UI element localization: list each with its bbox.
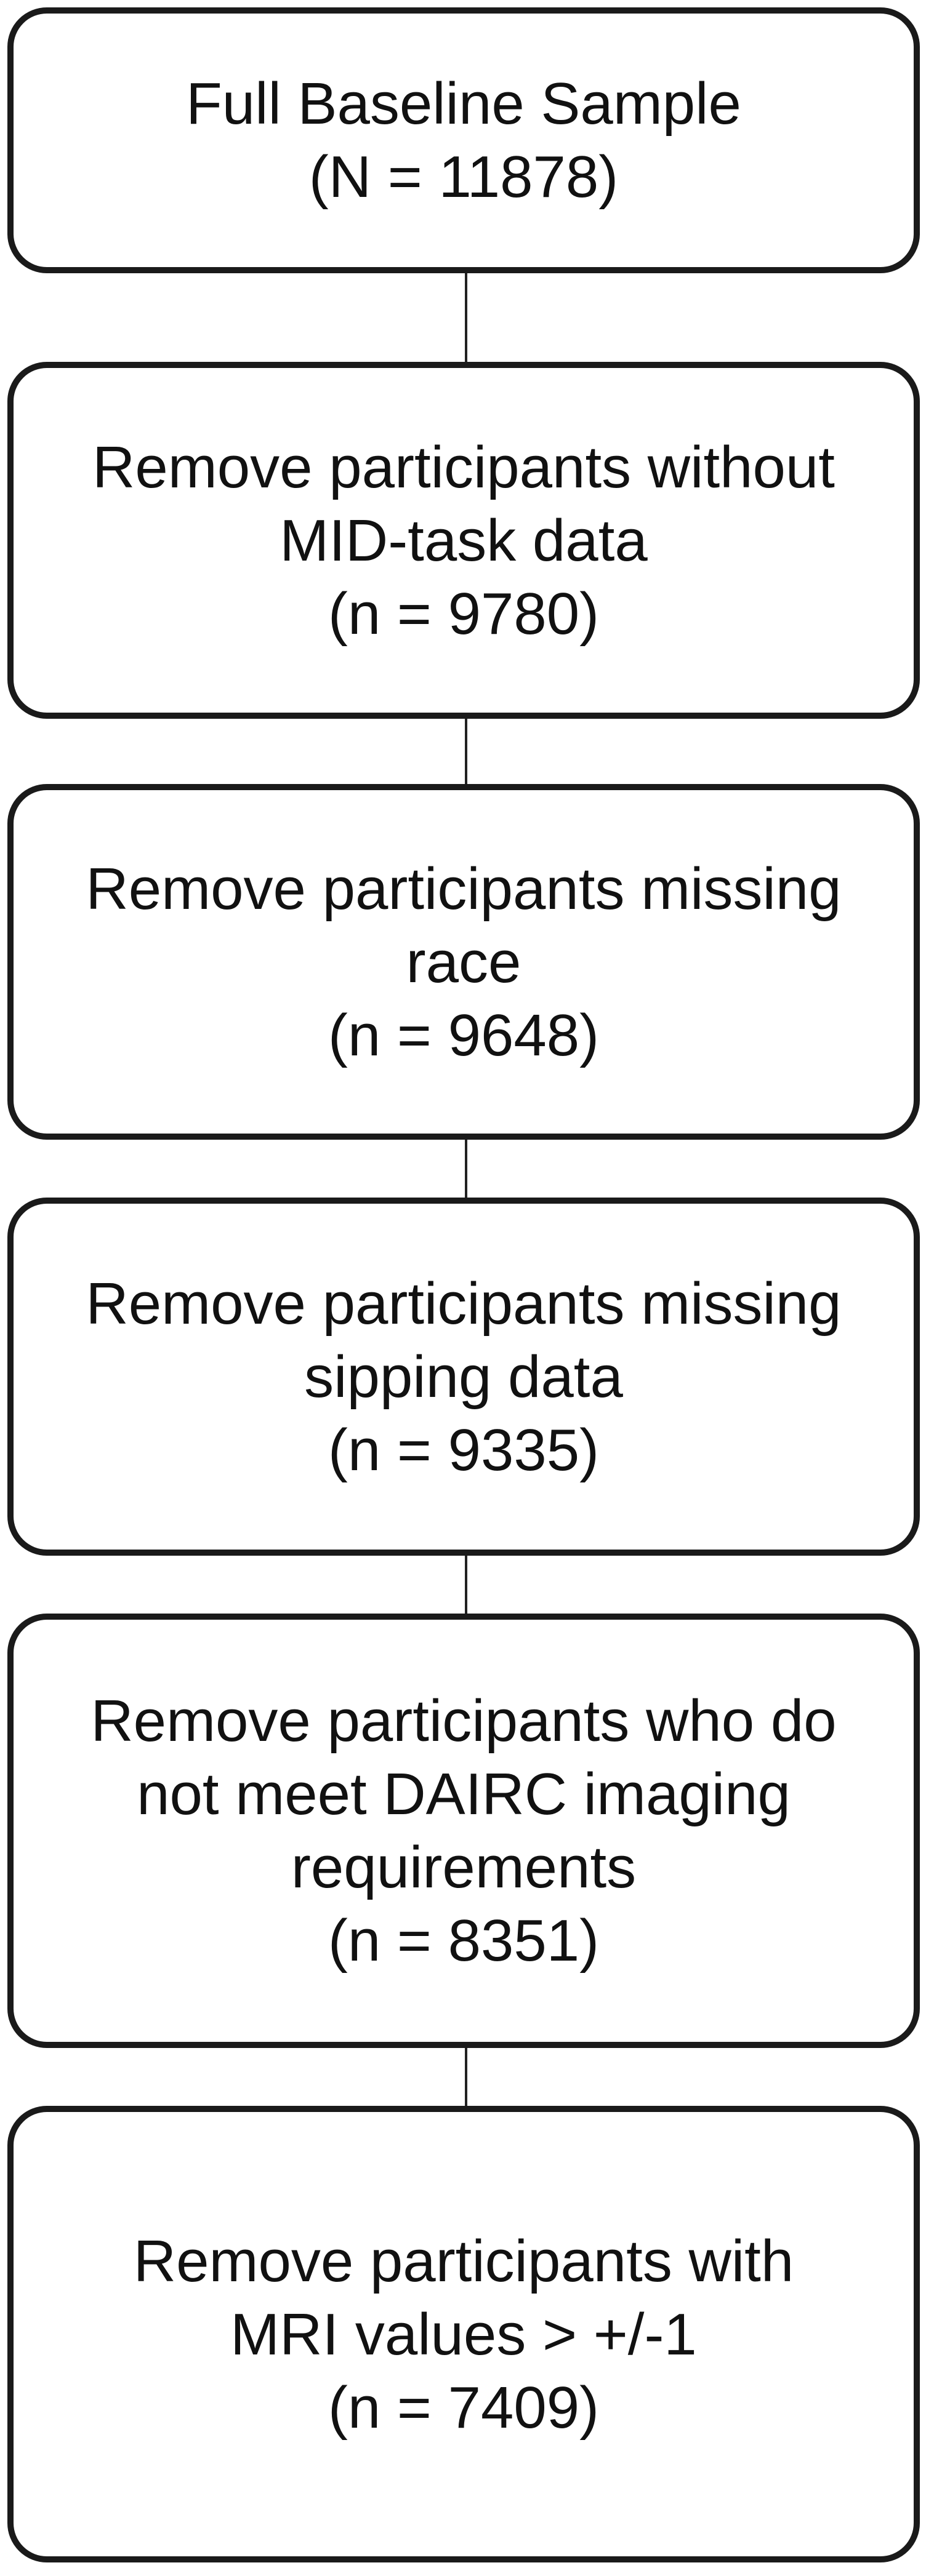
step-label: race [406, 929, 521, 995]
step-label: Remove participants without [92, 434, 835, 500]
step-count: (n = 7409) [328, 2374, 600, 2441]
step-label: Remove participants missing [86, 1270, 842, 1337]
step-label: not meet DAIRC imaging [137, 1761, 791, 1827]
step-label: Remove participants with [133, 2228, 794, 2294]
step-box-mid-task-data: Remove participants without MID-task dat… [7, 362, 920, 719]
step-box-missing-race: Remove participants missing race (n = 96… [7, 784, 920, 1140]
step-label: Remove participants who do [91, 1688, 837, 1754]
step-count: (n = 9648) [328, 1002, 600, 1068]
step-label: MID-task data [280, 507, 648, 574]
step-count: (N = 11878) [308, 144, 619, 210]
step-label: requirements [291, 1834, 637, 1900]
step-label: sipping data [304, 1343, 623, 1410]
step-count: (n = 8351) [328, 1908, 600, 1974]
step-box-full-baseline-sample: Full Baseline Sample (N = 11878) [7, 7, 920, 273]
step-label: Remove participants missing [86, 855, 842, 922]
step-box-dairc-imaging-requirements: Remove participants who do not meet DAIR… [7, 1614, 920, 2048]
step-box-missing-sipping-data: Remove participants missing sipping data… [7, 1198, 920, 1556]
step-box-mri-values: Remove participants with MRI values > +/… [7, 2106, 920, 2562]
step-count: (n = 9780) [328, 580, 600, 647]
step-label: MRI values > +/-1 [230, 2301, 697, 2367]
step-count: (n = 9335) [328, 1417, 600, 1483]
step-label: Full Baseline Sample [186, 71, 741, 137]
